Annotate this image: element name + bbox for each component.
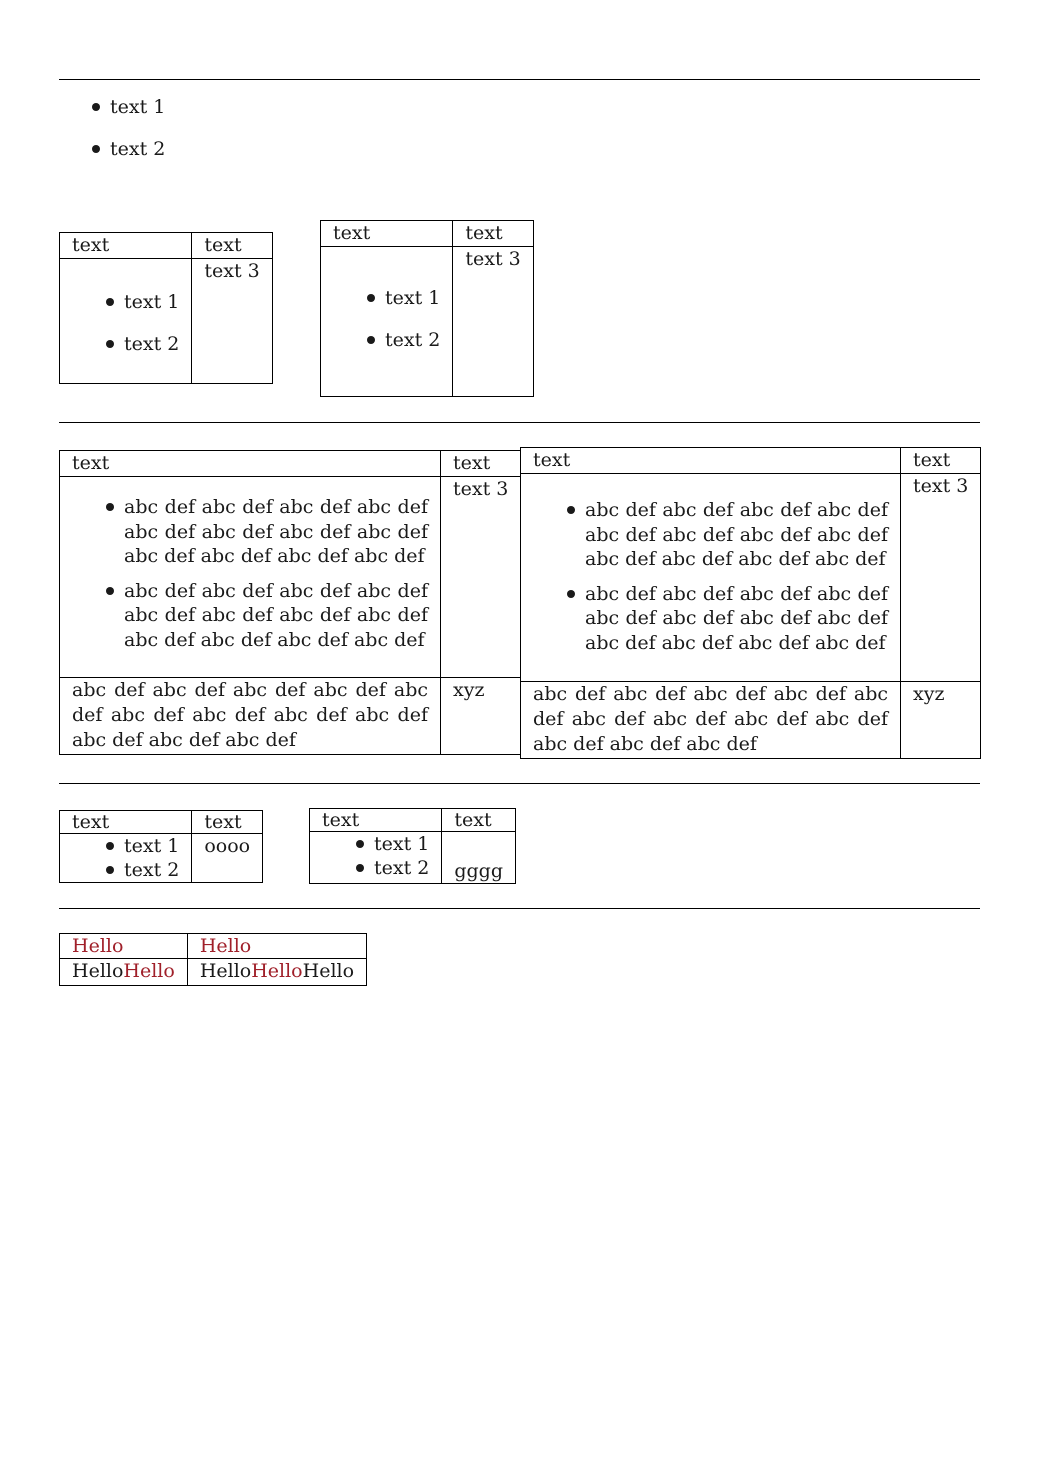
side-cell: text 3	[439, 476, 522, 678]
text-run: Hello	[199, 960, 252, 982]
header-cell: text	[308, 808, 443, 832]
color-table: Hello Hello HelloHello HelloHelloHello	[59, 933, 368, 986]
long-table-2: text text abc def abc def abc def abc de…	[520, 447, 982, 759]
list-item: text 2	[365, 319, 440, 361]
list-item: text 2	[104, 323, 179, 365]
bullet-list: abc def abc def abc def abc def abc def …	[104, 495, 428, 652]
section-rule	[59, 908, 980, 909]
section-rule	[59, 783, 980, 784]
list-cell: text 1 text 2	[319, 246, 454, 397]
text-run: Hello	[72, 960, 124, 982]
header-cell: text	[191, 810, 264, 834]
side-cell: text 3	[899, 473, 982, 682]
list-cell: text 1 text 2	[58, 258, 193, 384]
header-cell: text	[899, 447, 982, 474]
mixed-cell: HelloHelloHello	[186, 958, 368, 986]
bullet-list: abc def abc def abc def abc def abc def …	[565, 498, 888, 655]
text-run: Hello	[123, 960, 175, 982]
compact-table-2: text text text 1 text 2 gggg	[308, 808, 517, 884]
list-item: text 1	[104, 281, 179, 323]
list-cell: text 1 text 2	[308, 831, 443, 884]
side-cell: text 3	[452, 246, 534, 397]
side-cell: text 3	[191, 258, 273, 384]
list-table-1: text text text 1 text 2 text 3	[58, 232, 273, 384]
list-item: text 1	[90, 86, 165, 128]
bottom-cell: abc def abc def abc def abc def abc def …	[520, 681, 901, 759]
top-rule	[59, 79, 980, 80]
list-item: abc def abc def abc def abc def abc def …	[104, 495, 428, 569]
header-cell: text	[319, 220, 454, 247]
list-cell: abc def abc def abc def abc def abc def …	[59, 476, 441, 678]
list-table-2: text text text 1 text 2 text 3	[319, 220, 534, 397]
bottom-side-cell: xyz	[899, 681, 982, 759]
header-cell: text	[58, 232, 193, 259]
list-item: text 1	[365, 277, 440, 319]
side-cell: gggg	[441, 831, 517, 884]
text-run: Hello	[251, 960, 303, 982]
list-item: text 2	[104, 858, 179, 882]
bullet-list: text 1 text 2	[104, 834, 179, 882]
list-item: text 2	[354, 856, 429, 880]
list-item: abc def abc def abc def abc def abc def …	[104, 579, 428, 653]
bottom-cell: abc def abc def abc def abc def abc def …	[59, 677, 441, 755]
header-cell: text	[439, 450, 522, 477]
header-cell: text	[520, 447, 901, 474]
header-cell: text	[441, 808, 517, 832]
red-cell: Hello	[59, 933, 188, 959]
text-run: Hello	[302, 960, 355, 982]
section-rule	[59, 422, 980, 423]
bullet-list: text 1 text 2	[354, 832, 429, 880]
bullet-list: text 1 text 2	[104, 281, 179, 365]
header-cell: text	[58, 810, 193, 834]
header-cell: text	[191, 232, 273, 259]
compact-table-1: text text text 1 text 2 oooo	[58, 810, 264, 883]
bullet-list: text 1 text 2	[365, 277, 440, 361]
bottom-side-cell: xyz	[439, 677, 522, 755]
long-table-1: text text abc def abc def abc def abc de…	[59, 450, 522, 755]
header-cell: text	[452, 220, 534, 247]
mixed-cell: HelloHello	[59, 958, 188, 986]
list-item: text 1	[104, 834, 179, 858]
list-cell: text 1 text 2	[58, 833, 193, 883]
side-cell: oooo	[191, 833, 264, 883]
red-cell: Hello	[186, 933, 368, 959]
list-item: abc def abc def abc def abc def abc def …	[565, 582, 888, 656]
bullet-list: text 1 text 2	[90, 86, 165, 170]
list-item: text 2	[90, 128, 165, 170]
list-item: abc def abc def abc def abc def abc def …	[565, 498, 888, 572]
list-cell: abc def abc def abc def abc def abc def …	[520, 473, 901, 682]
list-item: text 1	[354, 832, 429, 856]
header-cell: text	[59, 450, 441, 477]
